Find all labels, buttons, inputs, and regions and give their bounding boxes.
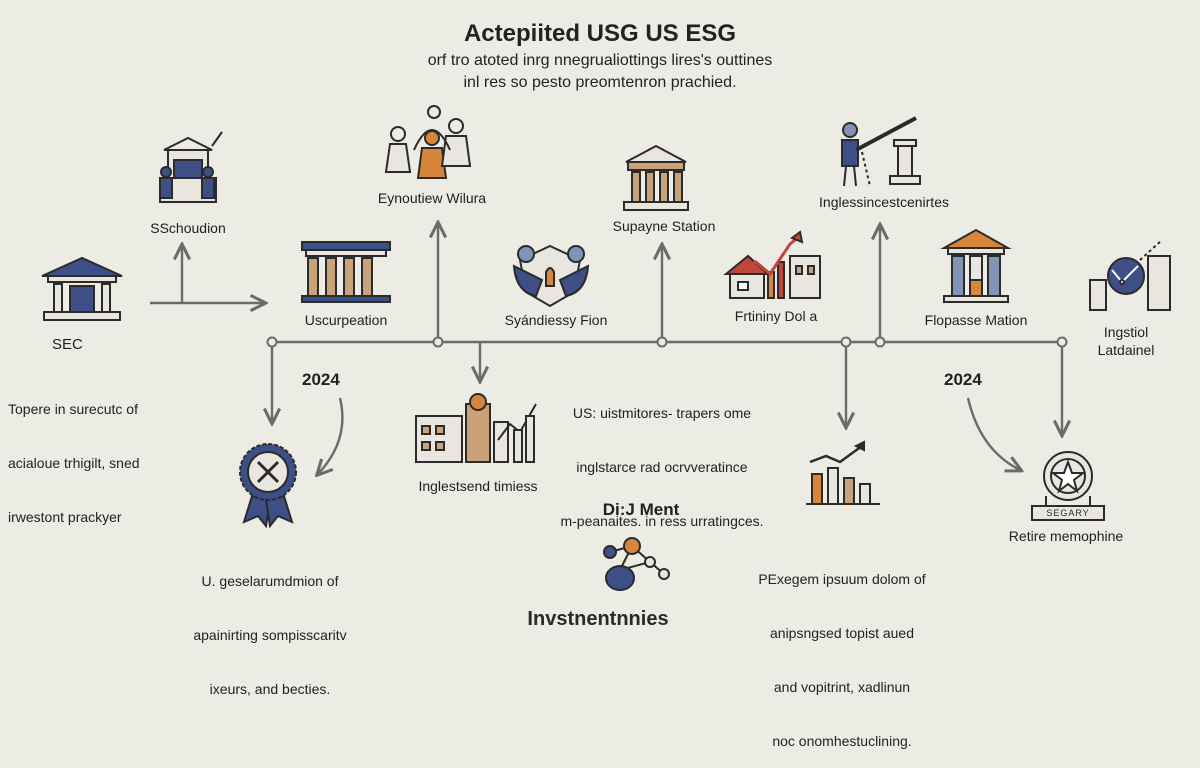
- node-label-flopasse: Flopasse Mation: [924, 312, 1028, 328]
- seal-label: SEGARY: [1046, 508, 1090, 518]
- node-label-sec: SEC: [52, 336, 83, 353]
- paragraph-bottom-left: U. geselarumdmion of apainirting sompiss…: [193, 536, 346, 716]
- node-label-eynoutiew: Eynoutiew Wilura: [377, 190, 487, 206]
- paragraph-left-line1: Topere in surecutc of: [8, 401, 138, 417]
- diagram-subtitle-line1: orf tro atoted inrg nnegrualiottings lir…: [427, 52, 773, 69]
- diagram-subtitle-line2: inl res so pesto preomtenron prachied.: [463, 74, 737, 91]
- timeline-nodes: [266, 336, 1068, 348]
- award-badge-icon: [239, 443, 297, 529]
- podium-people-icon: [159, 131, 223, 203]
- paragraph-bottom-left-line3: ixeurs, and becties.: [209, 681, 331, 697]
- node-label-inglestsend: Inglestsend timiess: [418, 478, 538, 494]
- team-people-icon: [384, 105, 472, 179]
- node-label-dirj: Di:J Ment: [602, 500, 680, 519]
- node-label-supayne: Supayne Station: [612, 218, 716, 234]
- city-chart-icon: [415, 393, 537, 463]
- network-nodes-icon: [603, 537, 670, 591]
- node-label-retire: Retire memophine: [1008, 528, 1124, 544]
- greek-temple-icon: [623, 144, 689, 211]
- government-building-icon: [940, 228, 1012, 303]
- timeline-year-left: 2024: [302, 370, 340, 389]
- diagram-title: Actepiited USG US ESG: [463, 20, 737, 47]
- paragraph-bottom-right-line1: PExegem ipsuum dolom of: [758, 571, 926, 587]
- node-label-syandiessy: Syándiessy Fion: [504, 312, 608, 328]
- paragraph-center-line2: inglstarce rad ocrvveratince: [576, 459, 748, 475]
- node-label-investnent: Invstnentnnies: [527, 608, 669, 630]
- node-label-frtininy: Frtininy Dol a: [734, 308, 818, 324]
- house-growth-chart-icon: [723, 230, 821, 299]
- bar-chart-icon: [806, 440, 880, 505]
- node-label-uscurpeation: Uscurpeation: [304, 312, 388, 328]
- timeline-diagram: [41, 105, 1171, 591]
- paragraph-bottom-left-line1: U. geselarumdmion of: [201, 573, 339, 589]
- handshake-shield-icon: [512, 244, 590, 308]
- paragraph-left-line2: acialoue trhigilt, sned: [8, 455, 140, 471]
- paragraph-left: Topere in surecutc of acialoue trhigilt,…: [8, 364, 140, 544]
- paragraph-bottom-right: PExegem ipsuum dolom of anipsngsed topis…: [758, 534, 925, 768]
- paragraph-center: US: uistmitores- trapers ome inglstarce …: [560, 368, 763, 548]
- person-pointer-icon: [841, 116, 921, 187]
- paragraph-bottom-right-line3: and vopitrint, xadlinun: [773, 679, 911, 695]
- timeline-year-right: 2024: [944, 370, 982, 389]
- columns-building-icon: [301, 241, 391, 303]
- paragraph-bottom-right-line4: noc onomhestuclining.: [772, 733, 912, 749]
- node-label-ingstiol-line2: Latdainel: [1097, 342, 1155, 358]
- bank-building-icon: [41, 256, 123, 321]
- paragraph-center-line3: m-peanaites. in ress urratingces.: [560, 513, 764, 529]
- node-label-sschoudion: SSchoudion: [150, 220, 226, 236]
- paragraph-bottom-left-line2: apainirting sompisscaritv: [193, 627, 347, 643]
- seal-star-icon: [1031, 451, 1105, 521]
- paragraph-left-line3: irwestont prackyer: [8, 509, 122, 525]
- node-label-ingstiol-line1: Ingstiol: [1103, 324, 1149, 340]
- city-globe-icon: [1089, 239, 1171, 311]
- paragraph-bottom-right-line2: anipsngsed topist aued: [770, 625, 914, 641]
- paragraph-center-line1: US: uistmitores- trapers ome: [572, 405, 752, 421]
- node-label-inglessin: Inglessincestcenirtes: [819, 194, 949, 210]
